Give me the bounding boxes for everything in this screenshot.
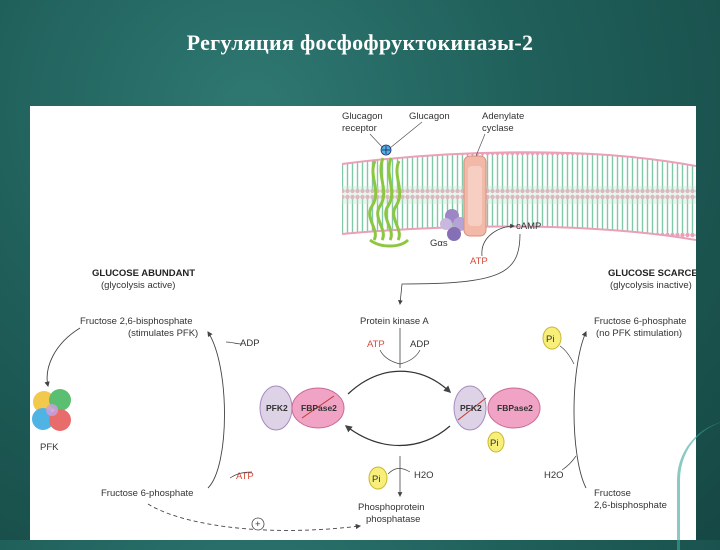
pfk-icon bbox=[32, 389, 71, 431]
adenylate-cyclase-label-1: Adenylate bbox=[482, 111, 524, 122]
phosphate-top-icon bbox=[542, 326, 562, 350]
phosphate-mid-icon bbox=[487, 431, 505, 453]
bifunctional-enzyme-right bbox=[453, 385, 541, 431]
glucagon-label: Glucagon bbox=[409, 111, 450, 122]
protein-kinase-a-label: Protein kinase A bbox=[360, 316, 429, 327]
f26bp-left-label-1: Fructose 2,6-bisphosphate bbox=[80, 316, 192, 327]
f26bp-right-label-2: 2,6-bisphosphate bbox=[594, 500, 667, 511]
h2o-label: H2O bbox=[414, 470, 434, 481]
adp-pka-label: ADP bbox=[410, 339, 430, 350]
h2o-right-label: H2O bbox=[544, 470, 564, 481]
glucose-scarce-label: GLUCOSE SCARCE bbox=[608, 268, 696, 279]
pfk-label: PFK bbox=[40, 442, 59, 453]
g-protein bbox=[440, 209, 467, 241]
atp-pka-label: ATP bbox=[367, 339, 385, 350]
pfk2-regulation-diagram: Glucagon receptor Glucagon Adenylate cyc… bbox=[32, 111, 696, 531]
camp-label: cAMP bbox=[516, 221, 541, 232]
f6p-left-label: Fructose 6-phosphate bbox=[101, 488, 193, 499]
gas-label: Gαs bbox=[430, 238, 448, 249]
phosphate-bottom-icon bbox=[368, 466, 388, 490]
adenylate-cyclase-label-2: cyclase bbox=[482, 123, 514, 134]
phosphoprotein-label-2: phosphatase bbox=[366, 514, 420, 525]
slide-title: Регуляция фосфофруктокиназы-2 bbox=[186, 30, 534, 55]
glucagon-receptor-label-2: receptor bbox=[342, 123, 377, 134]
pi-mid-label: Pi bbox=[490, 438, 498, 449]
cell-membrane bbox=[341, 151, 696, 241]
pfk2-right-label: PFK2 bbox=[460, 403, 482, 413]
glucagon-receptor-label-1: Glucagon bbox=[342, 111, 383, 122]
adenylate-cyclase bbox=[463, 155, 487, 237]
glucose-abundant-label: GLUCOSE ABUNDANT bbox=[92, 268, 195, 279]
activation-plus-icon bbox=[251, 517, 265, 531]
fbpase2-right-label: FBPase2 bbox=[497, 403, 533, 413]
atp-membrane-label: ATP bbox=[470, 256, 488, 267]
bifunctional-enzyme-left bbox=[259, 385, 345, 431]
decorative-swoosh bbox=[677, 420, 720, 550]
pi-bottom-label: Pi bbox=[372, 474, 380, 485]
f26bp-left-label-2: (stimulates PFK) bbox=[128, 328, 198, 339]
f6p-right-label-1: Fructose 6-phosphate bbox=[594, 316, 686, 327]
glycolysis-active-label: (glycolysis active) bbox=[101, 280, 175, 291]
pi-top-label: Pi bbox=[546, 334, 554, 345]
f26bp-right-label-1: Fructose bbox=[594, 488, 631, 499]
glycolysis-inactive-label: (glycolysis inactive) bbox=[610, 280, 692, 291]
adp-left-label: ADP bbox=[240, 338, 260, 349]
glucagon-receptor bbox=[368, 144, 410, 248]
pfk2-left-label: PFK2 bbox=[266, 403, 288, 413]
diagram-panel: Glucagon receptor Glucagon Adenylate cyc… bbox=[30, 106, 696, 540]
phosphoprotein-label-1: Phosphoprotein bbox=[358, 502, 425, 513]
atp-left-label: ATP bbox=[236, 471, 254, 482]
plus-sign-label: + bbox=[255, 519, 261, 530]
f6p-right-label-2: (no PFK stimulation) bbox=[596, 328, 682, 339]
fbpase2-left-label: FBPase2 bbox=[301, 403, 337, 413]
